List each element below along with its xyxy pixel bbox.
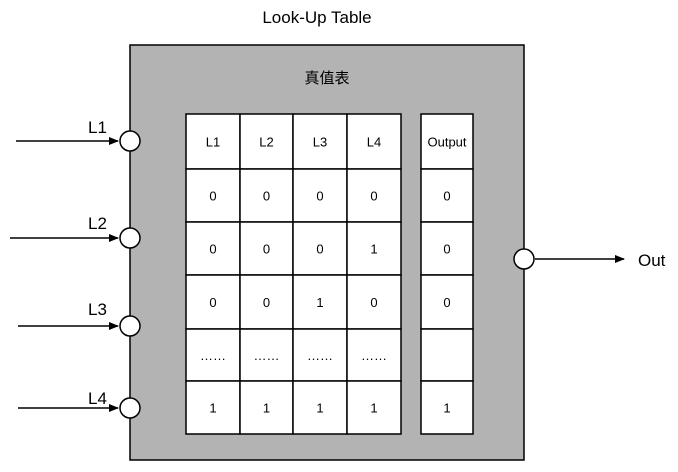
table-cell-text: 0 [316, 189, 323, 204]
table-cell-text: 0 [370, 295, 377, 310]
table-cell [185, 380, 241, 435]
table-cell [239, 328, 294, 382]
table-header-text: L2 [259, 135, 273, 150]
table-cell-text: 0 [209, 242, 216, 257]
input-label: L2 [88, 214, 107, 233]
truth-table: L1 L2 L3 L4 0 0 0 0 0 0 0 1 0 0 1 0 …… …… …… …… 1 1 1 1 [185, 113, 402, 435]
table-cell-text: 0 [316, 242, 323, 257]
table-cell-text: 1 [316, 295, 323, 310]
output-header-cell [420, 113, 474, 170]
table-cell-text: 0 [263, 242, 270, 257]
output-cell-text: 1 [443, 401, 450, 416]
table-cell-text: …… [361, 348, 387, 363]
output-port [513, 248, 535, 270]
table-cell [292, 221, 348, 276]
table-cell [185, 328, 241, 382]
output-cell [420, 328, 474, 382]
input-port [119, 397, 141, 419]
output-cell [420, 221, 474, 276]
output-cell [420, 274, 474, 330]
table-cell [346, 380, 402, 435]
input-label: L1 [88, 118, 107, 137]
output-cell-text: 0 [443, 242, 450, 257]
output-cell-text: 0 [443, 189, 450, 204]
table-cell-text: 1 [263, 401, 270, 416]
table-cell-text: 1 [370, 242, 377, 257]
input-label: L3 [88, 300, 107, 319]
table-cell-text: 0 [209, 189, 216, 204]
table-header-text: L3 [313, 135, 327, 150]
table-header-text: L4 [367, 135, 381, 150]
table-cell [292, 328, 348, 382]
input-port [119, 227, 141, 249]
table-cell-text: …… [200, 348, 226, 363]
table-cell-text: 0 [263, 295, 270, 310]
input-port [119, 130, 141, 152]
table-header-cell [185, 113, 241, 170]
table-cell [346, 328, 402, 382]
output-cell [420, 168, 474, 223]
output-header-text: Output [427, 135, 466, 150]
table-cell [292, 274, 348, 330]
table-header-text: L1 [206, 135, 220, 150]
input-port [119, 315, 141, 337]
table-cell [185, 168, 241, 223]
table-cell-text: 0 [263, 189, 270, 204]
truth-table-title: 真值表 [304, 69, 349, 87]
table-cell-text: 1 [209, 401, 216, 416]
output-cell [420, 380, 474, 435]
table-cell-text: 0 [370, 189, 377, 204]
output-label: Out [638, 251, 666, 270]
table-cell [346, 274, 402, 330]
diagram-title: Look-Up Table [262, 8, 371, 27]
table-cell [185, 274, 241, 330]
table-cell-text: 0 [209, 295, 216, 310]
input-label: L4 [88, 389, 107, 408]
table-cell [239, 380, 294, 435]
table-cell-text: …… [254, 348, 280, 363]
output-table: Output 0 0 0 1 [420, 113, 474, 435]
table-cell-text: 1 [370, 401, 377, 416]
table-cell [292, 168, 348, 223]
table-cell-text: …… [307, 348, 333, 363]
output-cell-text: 0 [443, 295, 450, 310]
table-cell-text: 1 [316, 401, 323, 416]
table-cell [185, 221, 241, 276]
